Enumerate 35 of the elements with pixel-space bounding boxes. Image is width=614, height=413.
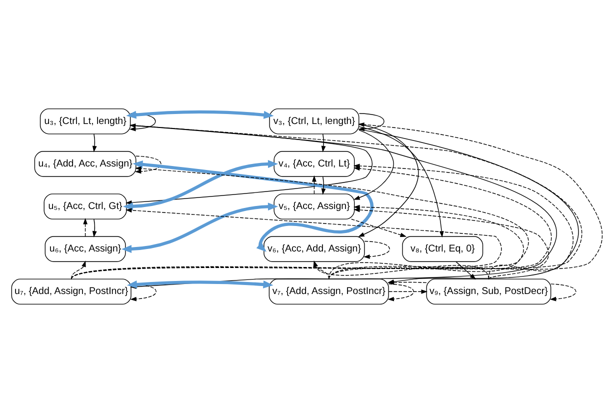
node-box: v₈, {Ctrl, Eq, 0} (402, 236, 484, 262)
node-box: u₄, {Add, Acc, Assign} (34, 151, 136, 177)
arrow (321, 134, 326, 152)
arrow (92, 218, 97, 238)
arrow (550, 284, 576, 302)
arrow (71, 123, 582, 280)
node-box: v₅, {Acc, Assign} (274, 194, 355, 220)
arrow (312, 175, 316, 194)
arrow (122, 202, 278, 253)
arrow (328, 204, 524, 280)
node-box: u₅, {Acc, Ctrl, Gt} (44, 194, 127, 220)
node-box: u₆, {Acc, Assign} (44, 236, 126, 262)
arrow (351, 218, 407, 237)
arrow (71, 260, 86, 280)
arrow (83, 218, 88, 237)
node-box: u₇, {Add, Assign, PostIncr} (11, 278, 132, 305)
arrow (134, 156, 162, 174)
arrow (132, 160, 374, 252)
arrow (354, 208, 549, 280)
arrow (388, 289, 428, 294)
node-box: v₇, {Add, Assign, PostIncr} (268, 278, 389, 305)
node-box: u₃, {Ctrl, Lt, length} (40, 108, 131, 134)
node-box: v₉, {Assign, Sub, PostDecr} (426, 278, 552, 305)
arrow (328, 122, 603, 280)
node-box: v₆, {Acc, Add, Assign} (264, 236, 365, 262)
arrow (456, 261, 476, 280)
arrow (126, 110, 274, 119)
arrow (92, 134, 97, 152)
node-box: v₄, {Acc, Ctrl, Lt} (274, 151, 355, 177)
arrow (388, 284, 414, 302)
arrow (71, 208, 502, 280)
arrow (364, 240, 390, 259)
arrow (122, 160, 278, 210)
node-box: v₃, {Ctrl, Lt, length} (269, 108, 360, 134)
arrow (321, 176, 326, 195)
